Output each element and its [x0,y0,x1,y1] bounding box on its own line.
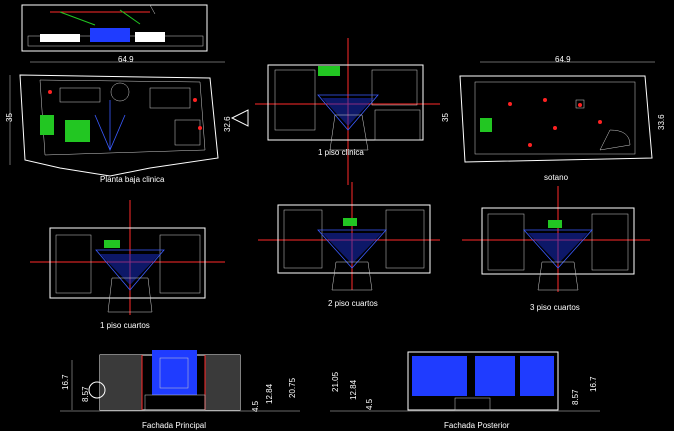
dim-sotano-width: 64.9 [555,55,571,64]
dim-planta-width: 64.9 [118,55,134,64]
dim-fb-a: 21.05 [331,371,340,392]
dim-fp-a: 16.7 [61,374,70,390]
top-site-elevation [21,4,208,52]
label-piso3-cuartos: 3 piso cuartos [530,303,580,312]
label-planta-baja: Planta baja clinica [100,175,165,184]
dim-sotano-left: 35 [441,113,450,122]
dim-sotano-right: 33.6 [657,114,666,130]
label-piso2-cuartos: 2 piso cuartos [328,299,378,308]
plan-piso1-cuartos: 1 piso cuartos [30,200,225,330]
dim-fp-e: 20.75 [288,377,297,398]
dim-fp-c: 4.5 [251,400,260,412]
label-fachada-principal: Fachada Principal [142,421,206,430]
dim-fb-c: 4.5 [365,398,374,410]
label-piso1-cuartos: 1 piso cuartos [100,321,150,330]
label-fachada-posterior: Fachada Posterior [444,421,510,430]
dim-fb-e: 16.7 [589,376,598,392]
dim-planta-right: 32.6 [223,116,232,132]
dim-planta-left: 35 [5,113,14,122]
dim-fb-d: 8.57 [571,389,580,405]
plan-piso2-cuartos: 2 piso cuartos [258,182,440,308]
dim-fb-b: 12.84 [349,379,358,400]
plan-piso3-cuartos: 3 piso cuartos [462,186,650,312]
elevation-fachada-posterior: 21.05 12.84 4.5 8.57 16.7 Fachada Poster… [330,351,600,430]
plan-piso1-clinica: 1 piso clinica [255,38,440,185]
plan-sotano: 64.9 35 33.6 sotano [441,55,666,182]
label-sotano: sotano [544,173,569,182]
label-piso1-clinica: 1 piso clinica [318,148,364,157]
elevation-fachada-principal: 16.7 8.57 4.5 12.84 20.75 Fachada Princi… [60,350,300,430]
dim-fp-b: 8.57 [81,386,90,402]
dim-fp-d: 12.84 [265,383,274,404]
plan-planta-baja: 64.9 35 32.6 Planta baja clinica [5,55,249,184]
